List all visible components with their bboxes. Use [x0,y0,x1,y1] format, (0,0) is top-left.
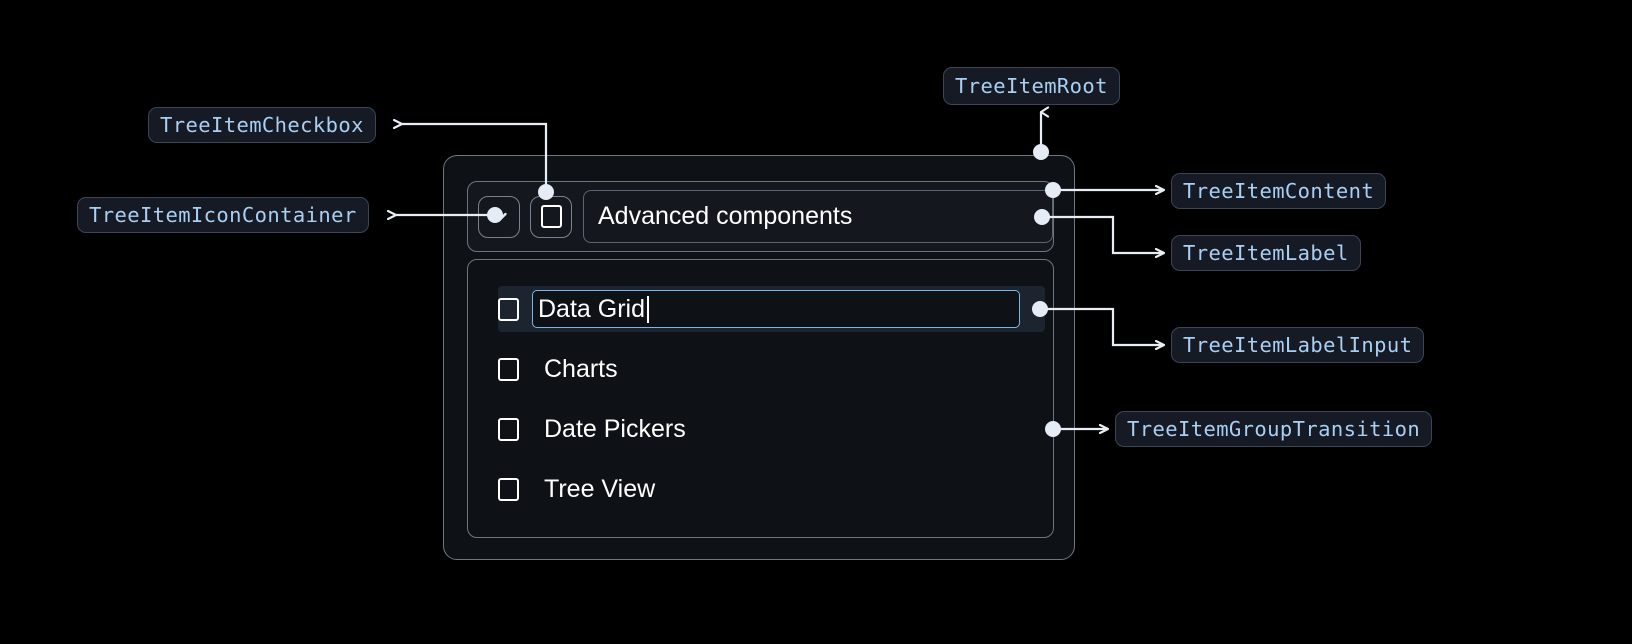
annotation-tree-item-group-transition[interactable]: TreeItemGroupTransition [1115,411,1433,447]
tree-item-label: Tree View [544,474,656,503]
annotation-tree-item-content[interactable]: TreeItemContent [1171,173,1387,209]
tree-item-root[interactable]: Advanced components Data Grid Charts Dat… [443,155,1075,560]
list-item[interactable]: Tree View [498,466,1045,512]
list-item[interactable]: Date Pickers [498,406,1045,452]
list-item[interactable]: Data Grid [498,286,1045,332]
checkbox-box-icon [540,205,562,228]
tree-item-group-transition: Data Grid Charts Date Pickers Tree View [467,259,1054,538]
tree-item-label-input[interactable]: Data Grid [532,290,1020,328]
tree-item-checkbox[interactable] [498,417,519,441]
tree-item-checkbox[interactable] [498,357,519,381]
tree-item-label-input-value: Data Grid [538,294,645,323]
tree-item-icon-container[interactable] [478,195,520,238]
annotation-tree-item-label[interactable]: TreeItemLabel [1171,235,1361,271]
tree-item-checkbox[interactable] [498,297,519,321]
annotation-tree-item-label-input[interactable]: TreeItemLabelInput [1171,327,1425,363]
tree-item-label: Charts [544,354,618,383]
tree-item-content[interactable]: Advanced components [467,181,1054,252]
annotation-tree-item-checkbox[interactable]: TreeItemCheckbox [148,107,376,143]
annotation-tree-item-root[interactable]: TreeItemRoot [943,67,1120,105]
tree-item-label-text: Advanced components [598,202,853,230]
tree-item-label[interactable]: Advanced components [583,190,1053,243]
tree-item-checkbox[interactable] [530,195,572,238]
tree-item-checkbox[interactable] [498,477,519,501]
tree-item-label: Date Pickers [544,414,686,443]
chevron-down-icon [491,212,507,222]
annotation-tree-item-icon-container[interactable]: TreeItemIconContainer [77,197,369,233]
text-caret [646,295,649,323]
list-item[interactable]: Charts [498,346,1045,392]
